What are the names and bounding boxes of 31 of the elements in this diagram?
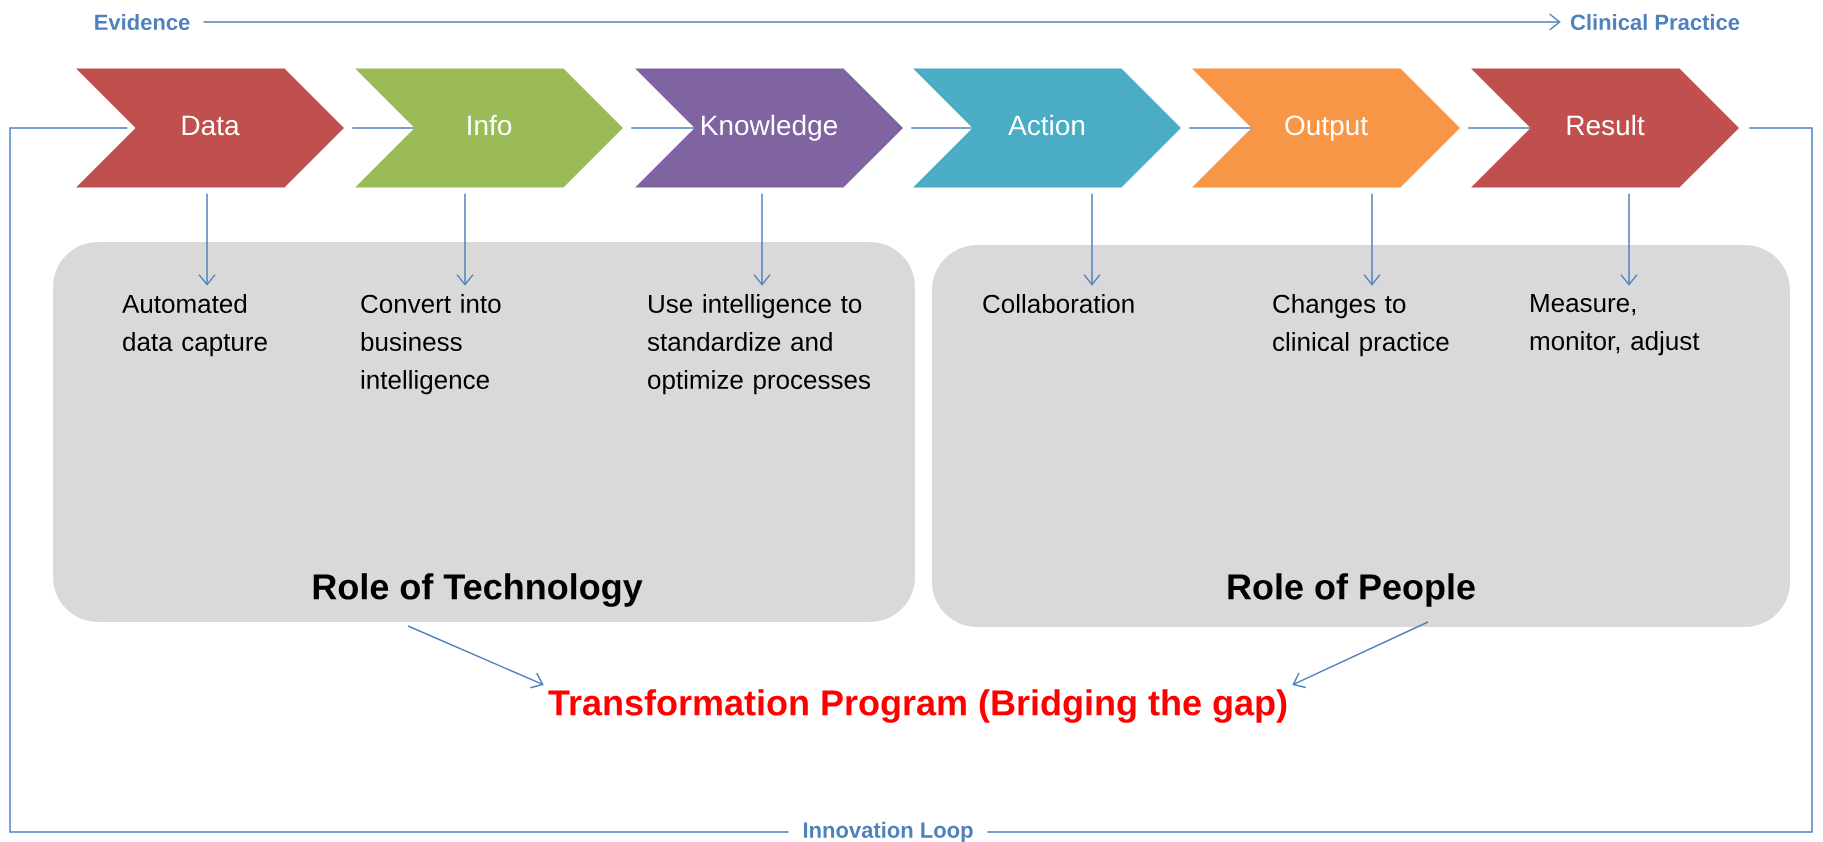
step-text: Changes to clinical practice [1273, 294, 1449, 357]
arrow [753, 192, 771, 286]
step-banner: Data [76, 68, 344, 188]
step-banner: Result [1471, 68, 1739, 188]
step-banner: Info [355, 68, 623, 188]
arrow [1363, 192, 1381, 286]
connector-line [351, 127, 415, 129]
heading-text: Clinical Practice [1570, 13, 1740, 31]
edge-label: Innovation Loop [788, 819, 988, 842]
heading-text: Evidence [95, 13, 190, 31]
step-text: Measure, monitor, adjust [1530, 294, 1700, 356]
arrow [1292, 621, 1429, 689]
arrow [407, 625, 544, 689]
connector-line [1467, 127, 1531, 129]
goal-text: Transformation Program (Bridging the gap) [548, 689, 1287, 723]
connector-line [630, 127, 695, 129]
connector-line [1188, 127, 1252, 129]
arrow [1620, 192, 1638, 286]
step-text: Automated data capture [122, 294, 267, 357]
step-text: Use intelligence to standardize and optimize processes [647, 294, 870, 395]
step-banner: Output [1192, 68, 1460, 188]
arrow [456, 192, 474, 286]
step-text: Convert into business intelligence [361, 294, 501, 395]
step-text: Collaboration [983, 294, 1134, 314]
step-banner: Knowledge [635, 68, 903, 188]
step-banner: Action [913, 68, 1181, 188]
connector-line [9, 127, 1813, 833]
arrow [1083, 192, 1101, 286]
arrow [198, 192, 216, 286]
connector-line [910, 127, 973, 129]
arrow [1548, 13, 1561, 31]
